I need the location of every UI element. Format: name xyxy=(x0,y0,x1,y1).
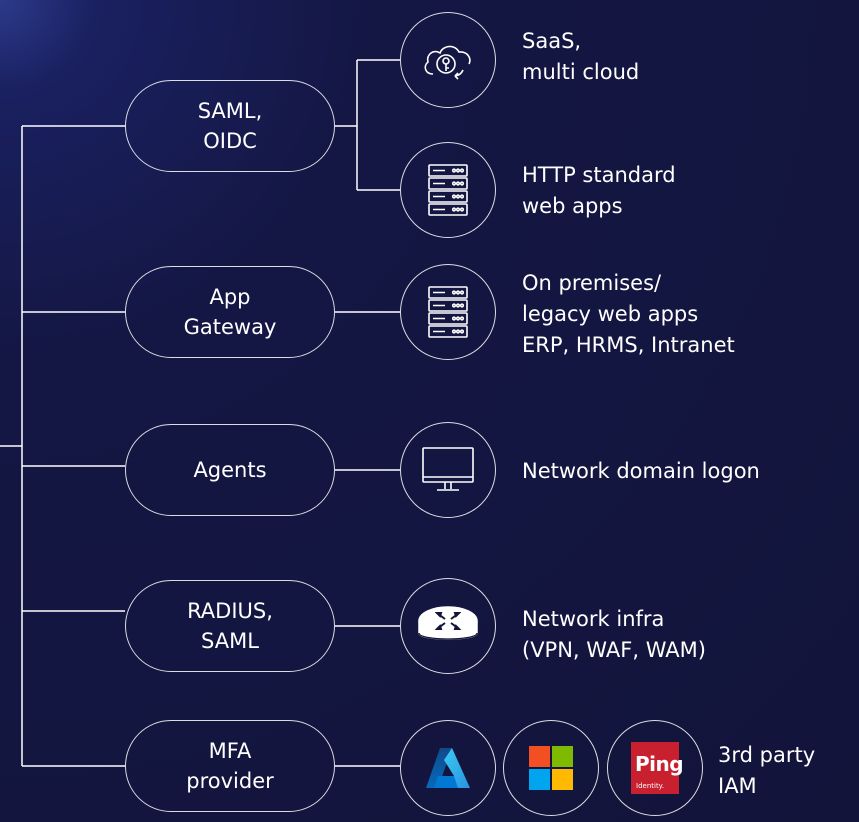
ping-logo-sub: Identity. xyxy=(636,782,665,790)
desc-http-web-apps: HTTP standard web apps xyxy=(522,163,676,218)
circle-microsoft xyxy=(503,720,599,816)
circle-router xyxy=(400,578,496,674)
pill-saml-oidc: SAML, OIDC xyxy=(125,80,335,172)
desc-saas: SaaS, multi cloud xyxy=(522,29,640,84)
desc-network-domain: Network domain logon xyxy=(522,459,760,483)
router-icon xyxy=(418,606,478,640)
server-rack-icon xyxy=(428,286,468,338)
azure-logo-icon xyxy=(426,748,470,788)
circle-cloud xyxy=(400,12,496,108)
trunk-line xyxy=(0,126,23,766)
circle-server-1 xyxy=(400,142,496,238)
fork-saml xyxy=(335,59,400,191)
ping-identity-logo-icon: Ping Identity. xyxy=(631,742,684,794)
desc-on-premises: On premises/ legacy web apps ERP, HRMS, … xyxy=(522,271,735,357)
server-rack-icon xyxy=(428,164,468,216)
desc-third-party-iam: 3rd party IAM xyxy=(718,743,816,798)
pill-radius-saml: RADIUS, SAML xyxy=(125,580,335,672)
microsoft-logo-icon xyxy=(529,746,573,790)
pill-agents: Agents xyxy=(125,424,335,516)
cloud-key-icon xyxy=(424,45,471,80)
circle-server-2 xyxy=(400,264,496,360)
ping-logo-word: Ping xyxy=(635,752,684,776)
circle-ping: Ping Identity. xyxy=(607,720,703,816)
circle-monitor xyxy=(400,422,496,518)
ms-square-green xyxy=(552,746,573,767)
ms-square-yellow xyxy=(552,769,573,790)
pill-app-gateway: App Gateway xyxy=(125,266,335,358)
desc-network-infra: Network infra (VPN, WAF, WAM) xyxy=(522,607,706,662)
monitor-icon xyxy=(422,447,474,491)
ms-square-blue xyxy=(529,769,550,790)
circle-azure xyxy=(400,720,496,816)
ms-square-red xyxy=(529,746,550,767)
pill-mfa-provider: MFA provider xyxy=(125,720,335,812)
